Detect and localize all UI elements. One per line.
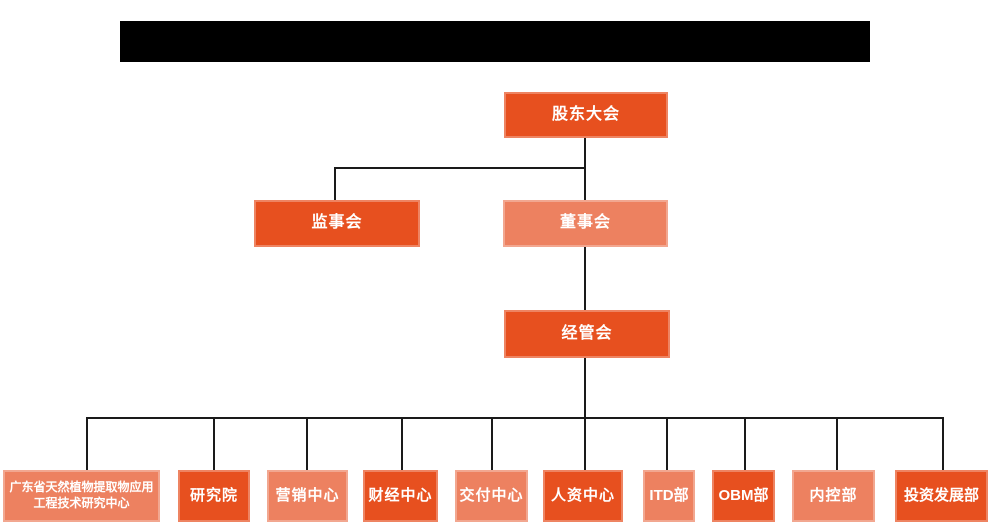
org-node-supervisory-board: 监事会	[254, 200, 420, 247]
org-node-itd-dept: ITD部	[643, 470, 695, 522]
connector-drop-delivery-center	[491, 417, 493, 470]
connector-drop-marketing-center	[306, 417, 308, 470]
connector-level2-horizontal	[334, 167, 586, 169]
connector-drop-obm-dept	[744, 417, 746, 470]
connector-departments-rail	[87, 417, 944, 419]
org-node-board-of-directors: 董事会	[503, 200, 668, 247]
org-node-finance-center: 财经中心	[363, 470, 438, 522]
connector-board-to-management	[584, 247, 586, 310]
org-node-hr-center: 人资中心	[543, 470, 623, 522]
org-node-research-institute: 研究院	[178, 470, 250, 522]
org-node-guangdong-plant-extract-research-center: 广东省天然植物提取物应用工程技术研究中心	[3, 470, 160, 522]
connector-root-vertical	[584, 138, 586, 200]
org-node-marketing-center: 营销中心	[267, 470, 348, 522]
connector-drop-research-center	[86, 417, 88, 470]
connector-drop-investment-dev-dept	[942, 417, 944, 470]
org-node-internal-control-dept: 内控部	[792, 470, 875, 522]
connector-drop-internal-control-dept	[836, 417, 838, 470]
org-node-shareholders-meeting: 股东大会	[504, 92, 668, 138]
connector-drop-itd-dept	[666, 417, 668, 470]
org-node-delivery-center: 交付中心	[455, 470, 528, 522]
connector-drop-hr-center	[584, 417, 586, 470]
connector-drop-finance-center	[401, 417, 403, 470]
redacted-title-bar	[120, 21, 870, 62]
org-node-investment-development-dept: 投资发展部	[895, 470, 988, 522]
connector-management-vertical	[584, 358, 586, 419]
connector-drop-research-institute	[213, 417, 215, 470]
org-node-management-committee: 经管会	[504, 310, 670, 358]
org-node-obm-dept: OBM部	[712, 470, 775, 522]
connector-supervisory-vertical	[334, 167, 336, 200]
